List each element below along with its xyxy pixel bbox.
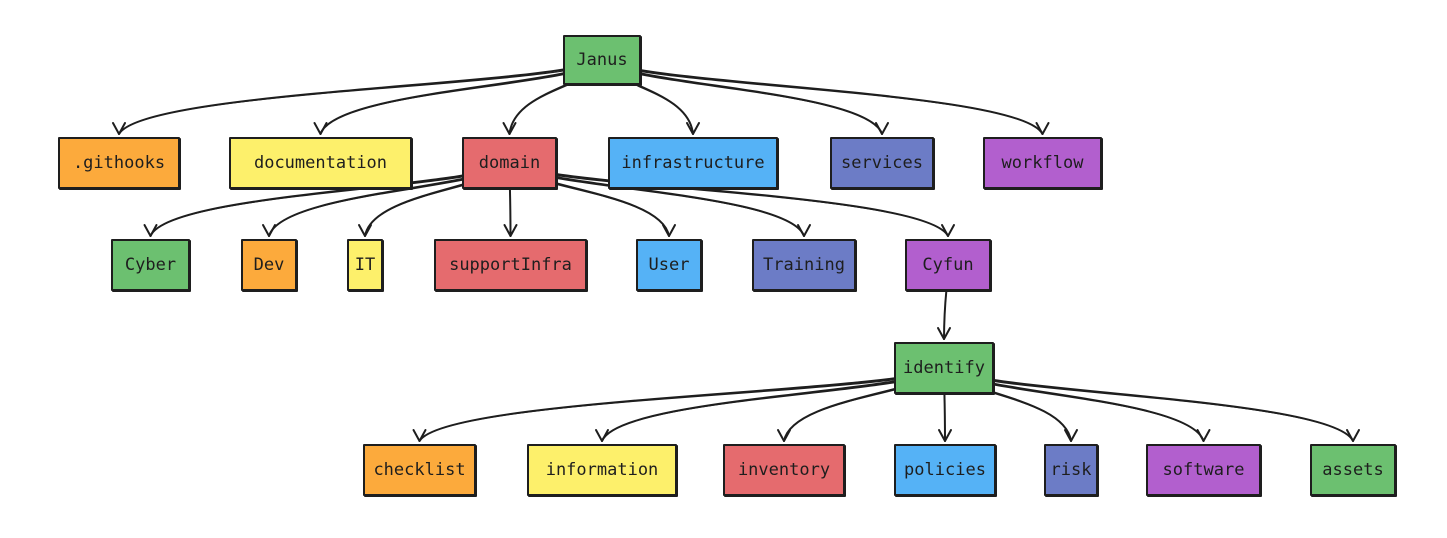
arrowhead xyxy=(1196,429,1211,442)
node-inventory[interactable]: inventory xyxy=(723,444,845,496)
edge-stroke xyxy=(601,60,1044,135)
edge-janus-workflow xyxy=(601,59,1050,135)
arrowhead xyxy=(941,224,955,237)
node-it[interactable]: IT xyxy=(347,239,383,291)
edge-stroke xyxy=(943,368,1354,442)
node-janus[interactable]: Janus xyxy=(563,35,641,85)
arrowhead xyxy=(143,224,158,237)
node-checklist[interactable]: checklist xyxy=(363,444,476,496)
node-information[interactable]: information xyxy=(527,444,677,496)
node-workflow[interactable]: workflow xyxy=(983,137,1102,189)
arrowhead xyxy=(503,224,518,237)
node-dev[interactable]: Dev xyxy=(241,239,297,291)
edge-janus-githooks xyxy=(112,59,603,135)
node-githooks[interactable]: .githooks xyxy=(58,137,180,189)
edge-stroke xyxy=(601,59,1044,135)
node-training[interactable]: Training xyxy=(752,239,856,291)
node-documentation[interactable]: documentation xyxy=(229,137,412,189)
arrowhead xyxy=(1064,429,1078,442)
node-software[interactable]: software xyxy=(1146,444,1261,496)
arrowhead xyxy=(262,224,276,237)
node-infrastructure[interactable]: infrastructure xyxy=(608,137,778,189)
arrowhead xyxy=(412,429,427,442)
node-identify[interactable]: identify xyxy=(894,342,994,394)
arrowhead xyxy=(595,429,609,442)
arrowhead xyxy=(777,429,791,442)
arrowhead xyxy=(937,327,951,340)
edge-identify-assets xyxy=(943,367,1360,442)
arrowhead xyxy=(313,122,328,135)
arrowhead xyxy=(875,122,889,135)
edge-stroke xyxy=(418,367,945,442)
node-supportinfra[interactable]: supportInfra xyxy=(434,239,587,291)
node-policies[interactable]: policies xyxy=(894,444,996,496)
arrowhead xyxy=(1035,122,1050,135)
arrowhead xyxy=(686,122,700,135)
arrowhead xyxy=(662,224,676,237)
arrowhead xyxy=(358,224,372,237)
node-cyfun[interactable]: Cyfun xyxy=(905,239,991,291)
arrowhead xyxy=(112,122,126,135)
arrowhead xyxy=(1346,429,1360,442)
edge-stroke xyxy=(118,59,603,135)
node-domain[interactable]: domain xyxy=(462,137,557,189)
edge-stroke xyxy=(118,60,603,135)
node-assets[interactable]: assets xyxy=(1310,444,1396,496)
edge-stroke xyxy=(943,367,1354,442)
edge-stroke xyxy=(319,60,603,135)
node-services[interactable]: services xyxy=(830,137,934,189)
node-risk[interactable]: risk xyxy=(1044,444,1098,496)
node-cyber[interactable]: Cyber xyxy=(111,239,190,291)
arrowhead xyxy=(502,122,517,135)
node-user[interactable]: User xyxy=(636,239,702,291)
arrowhead xyxy=(938,429,952,442)
edge-identify-checklist xyxy=(412,367,945,442)
edge-stroke xyxy=(418,368,945,442)
arrowhead xyxy=(797,224,811,237)
